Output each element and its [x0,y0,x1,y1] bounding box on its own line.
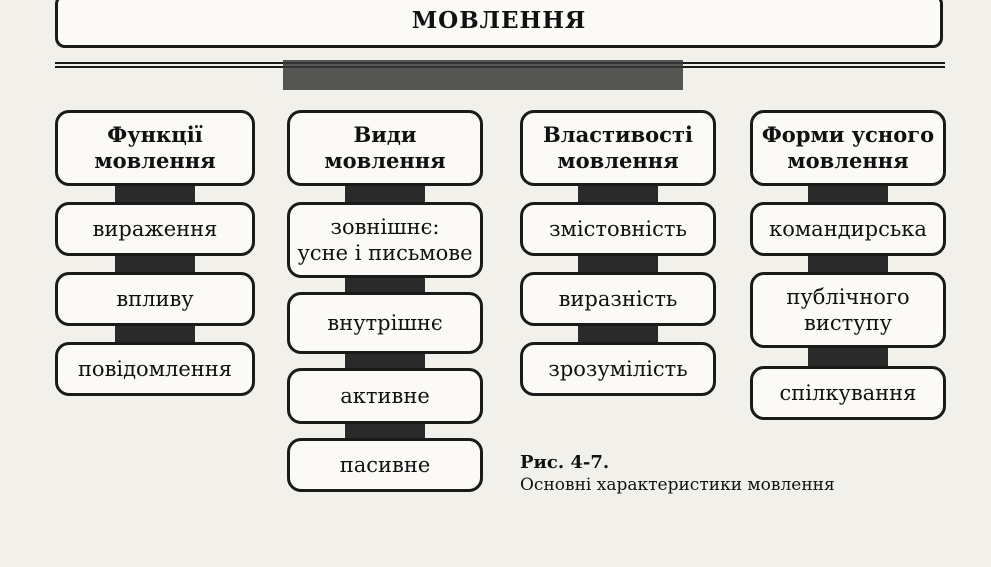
type-item-label: внутрішнє [327,311,443,335]
function-item: впливу [55,272,255,326]
property-item-label: змістовність [549,217,687,241]
types-header-label: Види мовлення [324,122,446,173]
property-item-label: виразність [558,287,678,311]
property-item: зрозумілість [520,342,716,396]
connector [808,186,888,202]
connector [115,256,195,272]
diagram-title: МОВЛЕННЯ [411,7,587,34]
properties-header-label: Властивості мовлення [543,122,693,173]
connector [345,186,425,202]
type-item: внутрішнє [287,292,483,354]
property-item-label: зрозумілість [548,357,688,381]
type-item: зовнішнє: усне і письмове [287,202,483,278]
type-item: активне [287,368,483,424]
connector [115,186,195,202]
functions-header-label: Функції мовлення [94,122,216,173]
forms-header-label: Форми усного мовлення [761,122,935,173]
figure-caption: Рис. 4-7. Основні характеристики мовленн… [520,452,835,496]
connector [115,326,195,342]
function-item-label: вираження [92,217,218,241]
figure-number: Рис. 4-7. [520,452,610,473]
type-item-label: зовнішнє: усне і письмове [297,215,473,265]
connector [345,278,425,292]
type-item-label: пасивне [339,453,431,477]
form-item-label: командирська [769,217,927,241]
forms-header: Форми усного мовлення [750,110,946,186]
form-item: спілкування [750,366,946,420]
function-item: вираження [55,202,255,256]
form-item: публічного виступу [750,272,946,348]
form-item-label: публічного виступу [786,285,910,335]
properties-header: Властивості мовлення [520,110,716,186]
form-item-label: спілкування [779,381,917,405]
figure-caption-text: Основні характеристики мовлення [520,475,835,495]
function-item-label: повідомлення [77,357,233,381]
types-header: Види мовлення [287,110,483,186]
property-item: виразність [520,272,716,326]
connector [345,424,425,438]
connector [808,256,888,272]
form-item: командирська [750,202,946,256]
connector [578,256,658,272]
functions-header: Функції мовлення [55,110,255,186]
connector [808,348,888,366]
function-item: повідомлення [55,342,255,396]
title-connector [283,60,683,90]
connector [578,186,658,202]
connector [578,326,658,342]
title-box: МОВЛЕННЯ [55,0,943,48]
type-item: пасивне [287,438,483,492]
property-item: змістовність [520,202,716,256]
connector [345,354,425,368]
function-item-label: впливу [116,287,194,311]
type-item-label: активне [340,384,430,408]
